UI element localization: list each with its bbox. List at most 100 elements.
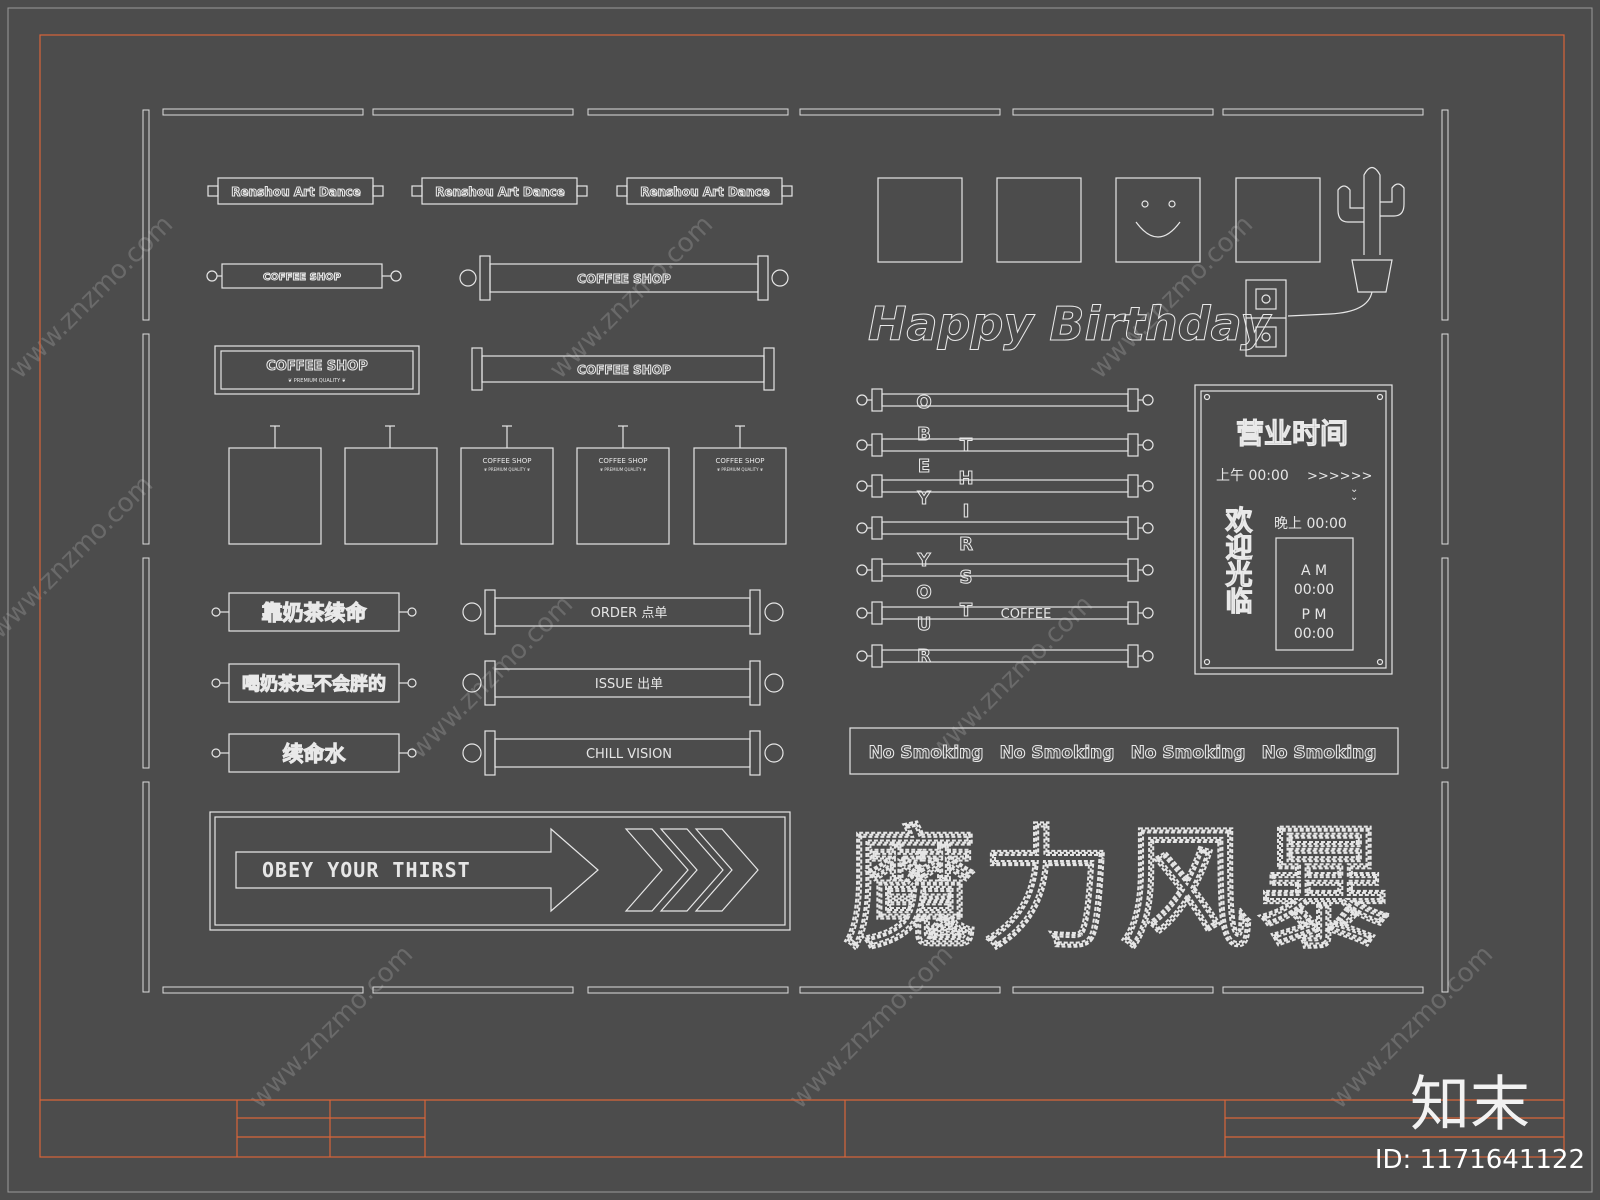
hanging-sign-2	[344, 425, 438, 545]
watermark-text: www.znzmo.com	[0, 470, 159, 645]
vertical-letter: U	[917, 614, 932, 635]
thirst-bar	[856, 433, 1154, 457]
chevron-right-icon	[624, 828, 689, 912]
thirst-bar	[856, 644, 1154, 668]
coffee-shop-label: COFFEE SHOP	[263, 272, 341, 283]
photo-frame	[877, 177, 963, 263]
no-smoking-label: No Smoking	[1131, 743, 1246, 763]
watermark-text: www.znzmo.com	[4, 210, 179, 385]
vertical-letter: T	[960, 435, 973, 456]
big-neon-title: 魔力风暴	[844, 813, 1396, 967]
renshou-label: Renshou Art Dance	[640, 185, 770, 199]
obey-arrow-panel: OBEY YOUR THIRST	[209, 811, 791, 931]
drawing-frame	[39, 34, 1565, 1158]
pm-label: P M	[1302, 607, 1327, 623]
no-smoking-label: No Smoking	[1262, 743, 1377, 763]
vertical-letter: R	[917, 646, 931, 667]
milk-tea-label: 靠奶茶续命	[262, 601, 368, 625]
thirst-bar	[856, 558, 1154, 582]
renshou-label: Renshou Art Dance	[231, 185, 361, 199]
milk-tea-sign-3: 续命水	[211, 733, 417, 773]
hanging-sign-5: COFFEE SHOP ❦ PREMIUM QUALITY ❦	[693, 425, 787, 545]
vertical-letter: E	[918, 456, 930, 477]
vertical-letter: H	[958, 468, 973, 489]
cactus-neon-icon	[1287, 166, 1405, 317]
coffee-bar-small: COFFEE SHOP	[206, 263, 402, 289]
vertical-letter: I	[963, 501, 970, 522]
morning-arrows: >>>>>>	[1307, 469, 1372, 484]
coffee-shop-label: COFFEE SHOP	[599, 457, 648, 465]
obey-arrow-label: OBEY YOUR THIRST	[262, 858, 471, 882]
chevron-right-icon	[694, 828, 759, 912]
coffee-bar-large: COFFEE SHOP	[459, 255, 789, 301]
am-label: A M	[1301, 563, 1327, 579]
vertical-letter: Y	[916, 488, 931, 509]
renshou-sign-2: Renshou Art Dance	[411, 177, 588, 205]
vertical-letter: S	[960, 567, 973, 588]
smiley-frame	[1115, 177, 1201, 263]
znzmo-logo: 知末	[1410, 1070, 1530, 1140]
photo-frame	[1235, 177, 1321, 263]
watermark-text: www.znzmo.com	[544, 210, 719, 385]
thirst-bar	[856, 474, 1154, 498]
pm-time: 00:00	[1294, 626, 1334, 642]
coffee-box-sign: COFFEE SHOP ❦ PREMIUM QUALITY ❦	[214, 345, 420, 395]
vertical-letter: O	[916, 392, 931, 413]
milk-tea-sign-1: 靠奶茶续命	[211, 592, 417, 632]
thirst-bar	[856, 601, 1154, 625]
chill-label: CHILL VISION	[586, 747, 672, 762]
vertical-letter: O	[916, 582, 931, 603]
sheet-border	[7, 7, 1593, 1193]
smiley-eye-icon	[1168, 200, 1176, 208]
vertical-letter: Y	[916, 550, 931, 571]
image-id: ID: 1171641122	[1375, 1145, 1585, 1175]
vertical-letter: T	[960, 600, 973, 621]
renshou-sign-3: Renshou Art Dance	[616, 177, 793, 205]
title-block	[40, 1099, 1564, 1157]
milk-tea-sign-2: 喝奶茶是不会胖的	[211, 663, 417, 703]
no-smoking-label: No Smoking	[869, 743, 984, 763]
smiley-mouth-icon	[1135, 221, 1181, 238]
milk-tea-label: 喝奶茶是不会胖的	[242, 673, 386, 695]
coffee-bar-label: COFFEE	[1001, 607, 1052, 622]
welcome-text: 欢迎光临	[1221, 506, 1254, 614]
premium-label: ❦ PREMIUM QUALITY ❦	[600, 467, 646, 472]
premium-label: ❦ PREMIUM QUALITY ❦	[288, 378, 346, 384]
order-bar: ORDER 点单	[462, 589, 784, 635]
hanging-sign-4: COFFEE SHOP ❦ PREMIUM QUALITY ❦	[576, 425, 670, 545]
premium-label: ❦ PREMIUM QUALITY ❦	[484, 467, 530, 472]
business-hours-panel: 营业时间 上午 00:00 >>>>>> ⌄ ⌄ 晚上 00:00 欢迎光临 A…	[1194, 384, 1393, 675]
premium-label: ❦ PREMIUM QUALITY ❦	[717, 467, 763, 472]
am-time: 00:00	[1294, 582, 1334, 598]
morning-hours: 上午 00:00	[1216, 468, 1289, 484]
evening-hours: 晚上 00:00	[1274, 516, 1347, 532]
arrow-right-icon	[235, 827, 599, 913]
vertical-letter: R	[959, 534, 973, 555]
renshou-sign-1: Renshou Art Dance	[207, 177, 384, 205]
socket-panel	[1245, 279, 1287, 357]
no-smoking-strip: No Smoking No Smoking No Smoking No Smok…	[849, 727, 1399, 775]
coffee-shop-label: COFFEE SHOP	[266, 359, 367, 374]
hours-title: 营业时间	[1236, 417, 1348, 450]
thirst-bar	[856, 516, 1154, 540]
hanging-sign-3: COFFEE SHOP ❦ PREMIUM QUALITY ❦	[460, 425, 554, 545]
chill-bar: CHILL VISION	[462, 730, 784, 776]
coffee-bar-medium: COFFEE SHOP	[471, 347, 775, 391]
hanging-sign-1	[228, 425, 322, 545]
chevron-down-icon: ⌄	[1350, 492, 1358, 503]
chevron-right-icon	[659, 828, 724, 912]
watermark-text: www.znzmo.com	[244, 940, 419, 1115]
issue-label: ISSUE 出单	[595, 677, 663, 692]
order-label: ORDER 点单	[591, 606, 668, 621]
coffee-shop-label: COFFEE SHOP	[577, 272, 671, 286]
renshou-label: Renshou Art Dance	[435, 185, 565, 199]
coffee-shop-label: COFFEE SHOP	[577, 363, 671, 377]
no-smoking-label: No Smoking	[1000, 743, 1115, 763]
thirst-bar	[856, 388, 1154, 412]
rail-frame	[142, 108, 1449, 994]
coffee-shop-label: COFFEE SHOP	[483, 457, 532, 465]
photo-frame	[996, 177, 1082, 263]
coffee-shop-label: COFFEE SHOP	[716, 457, 765, 465]
